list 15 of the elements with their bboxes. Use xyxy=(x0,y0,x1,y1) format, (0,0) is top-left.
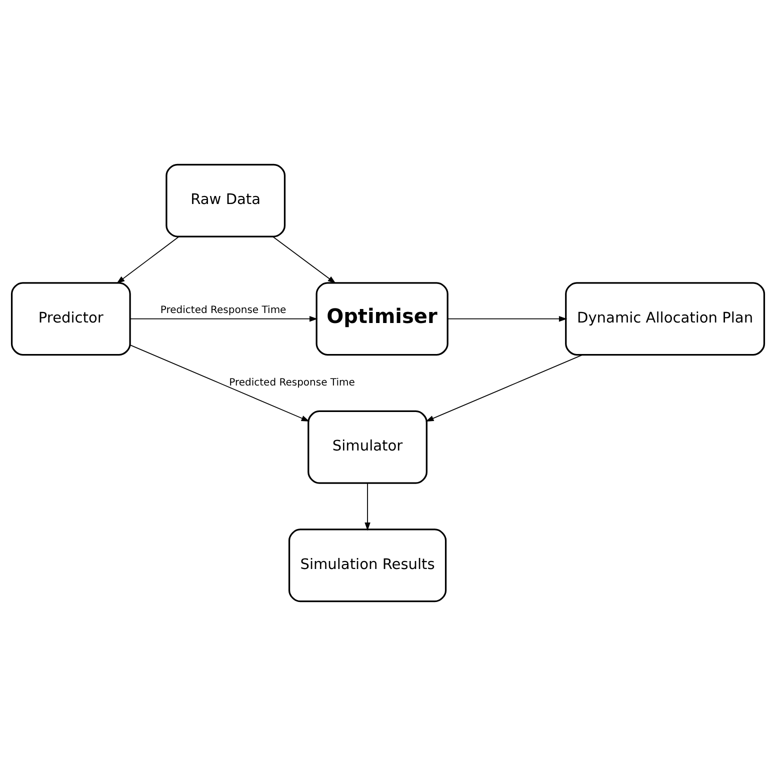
node-box: Raw Data xyxy=(166,164,286,238)
edge-label: Predicted Response Time xyxy=(160,305,286,316)
arrow xyxy=(130,344,310,422)
node-box: Dynamic Allocation Plan xyxy=(565,282,766,356)
edge-label: Predicted Response Time xyxy=(229,378,355,389)
arrow xyxy=(364,482,370,531)
arrow xyxy=(130,316,318,322)
node-box: Optimiser xyxy=(316,282,448,356)
arrow xyxy=(447,316,568,322)
node-box: Simulation Results xyxy=(288,528,447,602)
arrow xyxy=(116,236,180,284)
node-box: Simulator xyxy=(308,410,428,484)
arrow xyxy=(426,354,584,422)
arrow xyxy=(272,236,336,284)
node-box: Predictor xyxy=(10,282,131,356)
